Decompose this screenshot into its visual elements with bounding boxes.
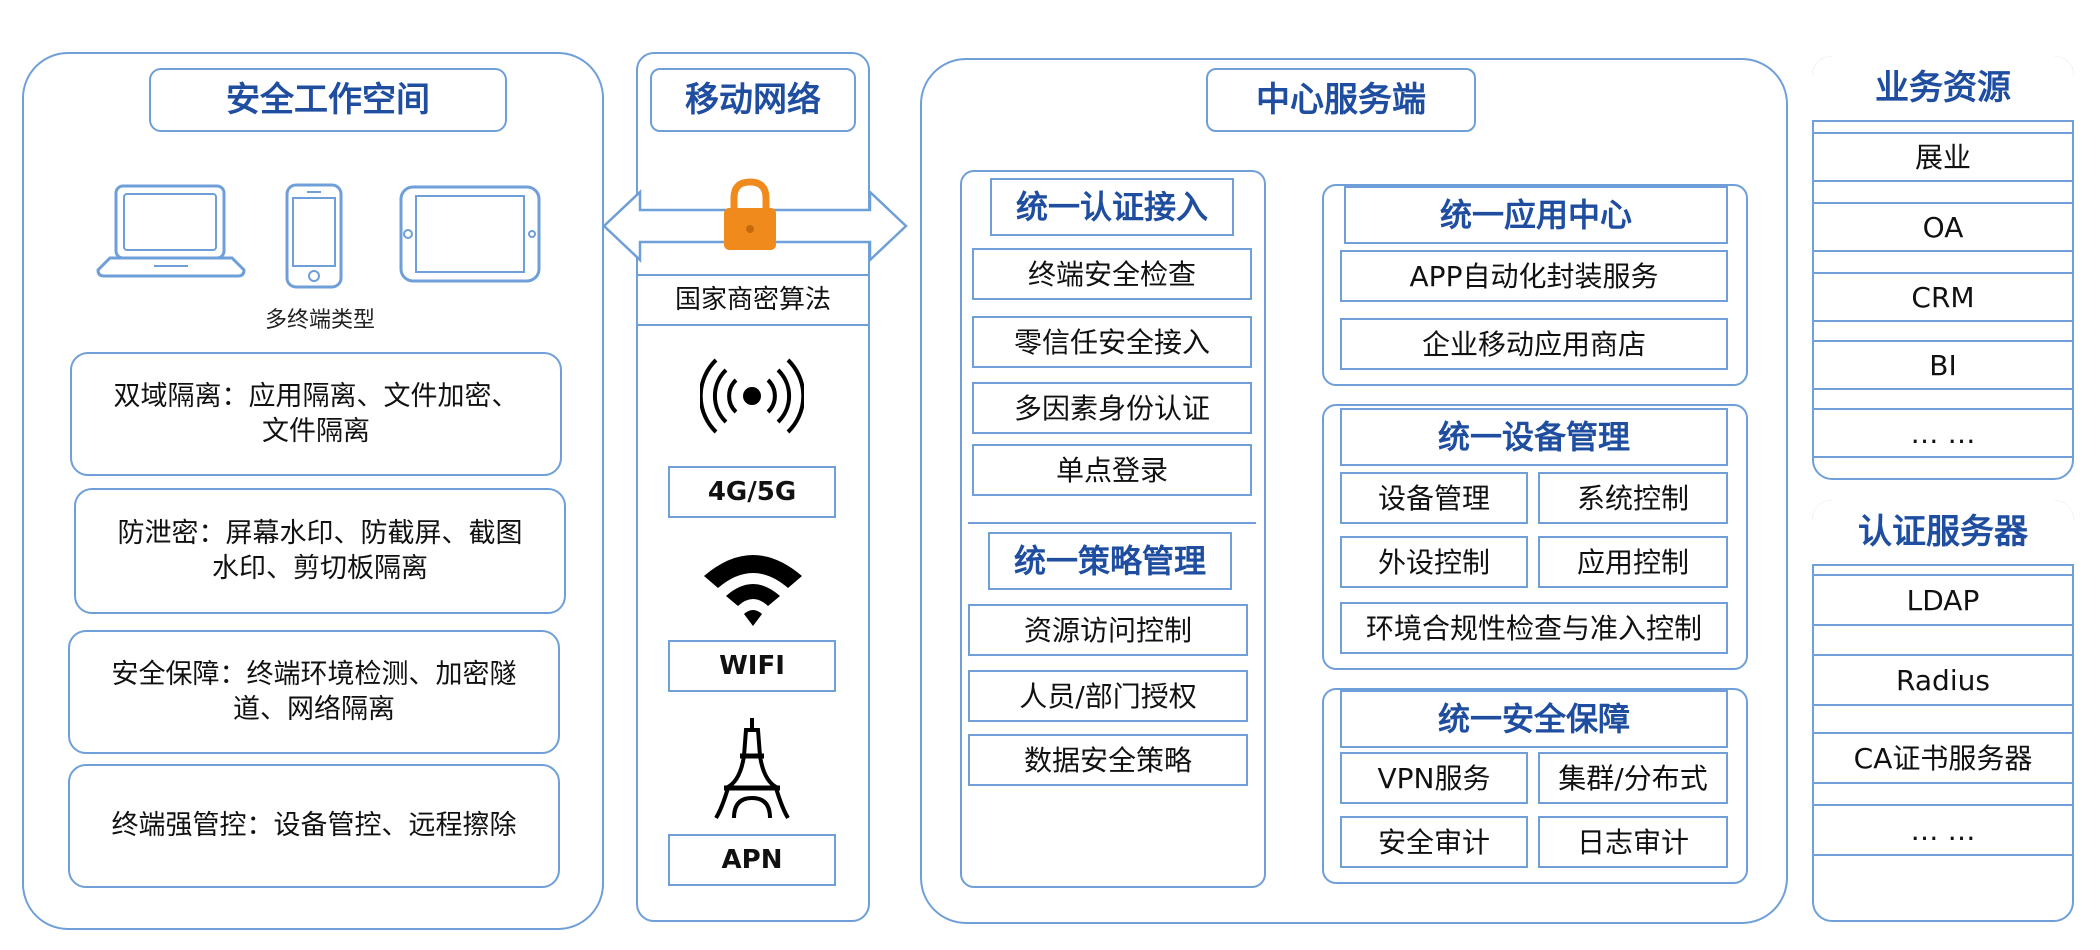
unified-app-center-title: 统一应用中心 xyxy=(1344,186,1728,244)
laptop-icon xyxy=(96,184,246,278)
auth-item-sso: 单点登录 xyxy=(972,444,1252,496)
feature-dual-domain-isolation: 双域隔离：应用隔离、文件加密、 文件隔离 xyxy=(70,352,562,476)
device-item-system-control: 系统控制 xyxy=(1538,472,1728,524)
divider xyxy=(1812,120,2074,122)
device-types-caption: 多终端类型 xyxy=(264,308,375,333)
secure-workspace-title: 安全工作空间 xyxy=(149,68,507,132)
feature-leak-prevention: 防泄密：屏幕水印、防截屏、截图 水印、剪切板隔离 xyxy=(74,488,566,614)
lock-icon xyxy=(724,178,776,250)
auth-item-terminal-check: 终端安全检查 xyxy=(972,248,1252,300)
app-item-enterprise-store: 企业移动应用商店 xyxy=(1340,318,1728,370)
divider xyxy=(1812,564,2074,566)
app-item-auto-wrap: APP自动化封装服务 xyxy=(1340,250,1728,302)
policy-item-access-control: 资源访问控制 xyxy=(968,604,1248,656)
resource-item-zhanye: 展业 xyxy=(1812,132,2074,182)
feature-text: 安全保障：终端环境检测、加密隧 道、网络隔离 xyxy=(111,658,517,725)
feature-text: 双域隔离：应用隔离、文件加密、 文件隔离 xyxy=(113,380,519,447)
resource-item-crm: CRM xyxy=(1812,272,2074,322)
network-wifi: WIFI xyxy=(668,640,836,692)
auth-server-item-radius: Radius xyxy=(1812,654,2074,706)
feature-terminal-control: 终端强管控：设备管控、远程擦除 xyxy=(68,764,560,888)
auth-item-zero-trust: 零信任安全接入 xyxy=(972,316,1252,368)
security-item-vpn: VPN服务 xyxy=(1340,752,1528,804)
auth-server-item-ldap: LDAP xyxy=(1812,574,2074,626)
wifi-icon xyxy=(704,555,802,626)
center-server-title: 中心服务端 xyxy=(1206,68,1476,132)
feature-text: 防泄密：屏幕水印、防截屏、截图 水印、剪切板隔离 xyxy=(117,517,523,584)
device-item-compliance: 环境合规性检查与准入控制 xyxy=(1340,602,1728,654)
unified-device-management-title: 统一设备管理 xyxy=(1340,408,1728,466)
tower-icon xyxy=(714,718,790,820)
national-crypto-algorithm: 国家商密算法 xyxy=(636,274,870,326)
resource-item-oa: OA xyxy=(1812,202,2074,252)
business-resources-title: 业务资源 xyxy=(1812,56,2074,120)
feature-text: 终端强管控：设备管控、远程擦除 xyxy=(111,810,517,842)
network-4g5g: 4G/5G xyxy=(668,466,836,518)
unified-policy-title: 统一策略管理 xyxy=(988,532,1232,590)
device-item-peripheral-control: 外设控制 xyxy=(1340,536,1528,588)
auth-server-title: 认证服务器 xyxy=(1812,500,2074,564)
auth-server-item-ca: CA证书服务器 xyxy=(1812,732,2074,784)
device-item-app-control: 应用控制 xyxy=(1538,536,1728,588)
smartphone-icon xyxy=(285,183,343,289)
unified-security-title: 统一安全保障 xyxy=(1340,690,1728,748)
security-item-audit: 安全审计 xyxy=(1340,816,1528,868)
wireless-signal-icon xyxy=(700,358,804,434)
device-item-management: 设备管理 xyxy=(1340,472,1528,524)
policy-item-authorization: 人员/部门授权 xyxy=(968,670,1248,722)
network-apn: APN xyxy=(668,834,836,886)
security-item-cluster: 集群/分布式 xyxy=(1538,752,1728,804)
tablet-icon xyxy=(399,185,541,283)
mobile-network-title: 移动网络 xyxy=(650,68,856,132)
feature-security-guarantee: 安全保障：终端环境检测、加密隧 道、网络隔离 xyxy=(68,630,560,754)
auth-server-item-more: … … xyxy=(1812,804,2074,856)
security-item-log-audit: 日志审计 xyxy=(1538,816,1728,868)
resource-item-more: … … xyxy=(1812,408,2074,458)
policy-item-data-security: 数据安全策略 xyxy=(968,734,1248,786)
unified-auth-title: 统一认证接入 xyxy=(990,178,1234,236)
divider xyxy=(968,522,1256,524)
resource-item-bi: BI xyxy=(1812,340,2074,390)
auth-item-mfa: 多因素身份认证 xyxy=(972,382,1252,434)
